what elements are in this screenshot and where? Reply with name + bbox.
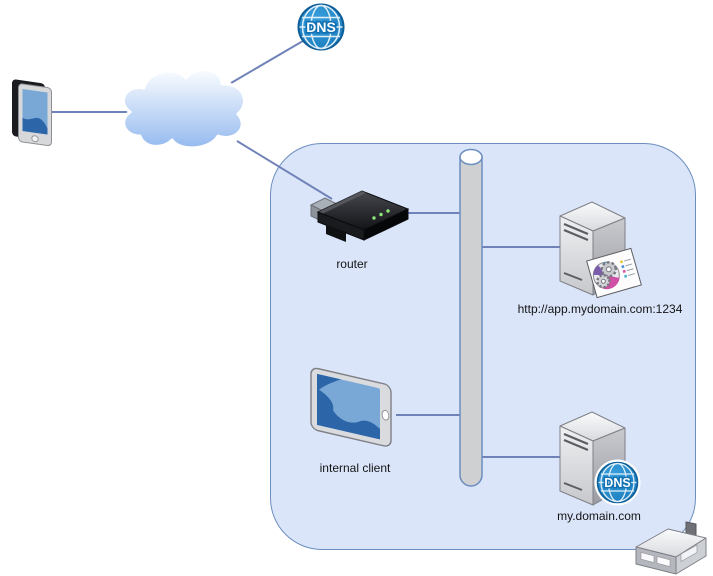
dns-badge-icon: DNS [594,459,641,506]
dns-server-node: DNS [552,408,641,508]
application-card-icon [586,247,642,299]
mobile-client-icon [12,79,52,147]
dns-server-label: my.domain.com [557,509,641,523]
router-label: router [336,257,368,271]
app-server-label: http://app.mydomain.com:1234 [517,302,683,316]
app-server-node [552,198,642,299]
edge-cloud-router [236,140,333,200]
internet-cloud-icon [122,68,246,150]
edge-cloud-dns [230,37,309,84]
internal-client-label: internal client [319,461,391,475]
router-icon [310,190,410,242]
public-dns-icon: DNS [297,3,345,51]
public-dns-label: DNS [306,19,336,35]
network-bus-icon [459,148,483,487]
dns-badge-label: DNS [604,476,630,490]
internal-client-icon [310,367,392,447]
home-icon [635,521,707,575]
